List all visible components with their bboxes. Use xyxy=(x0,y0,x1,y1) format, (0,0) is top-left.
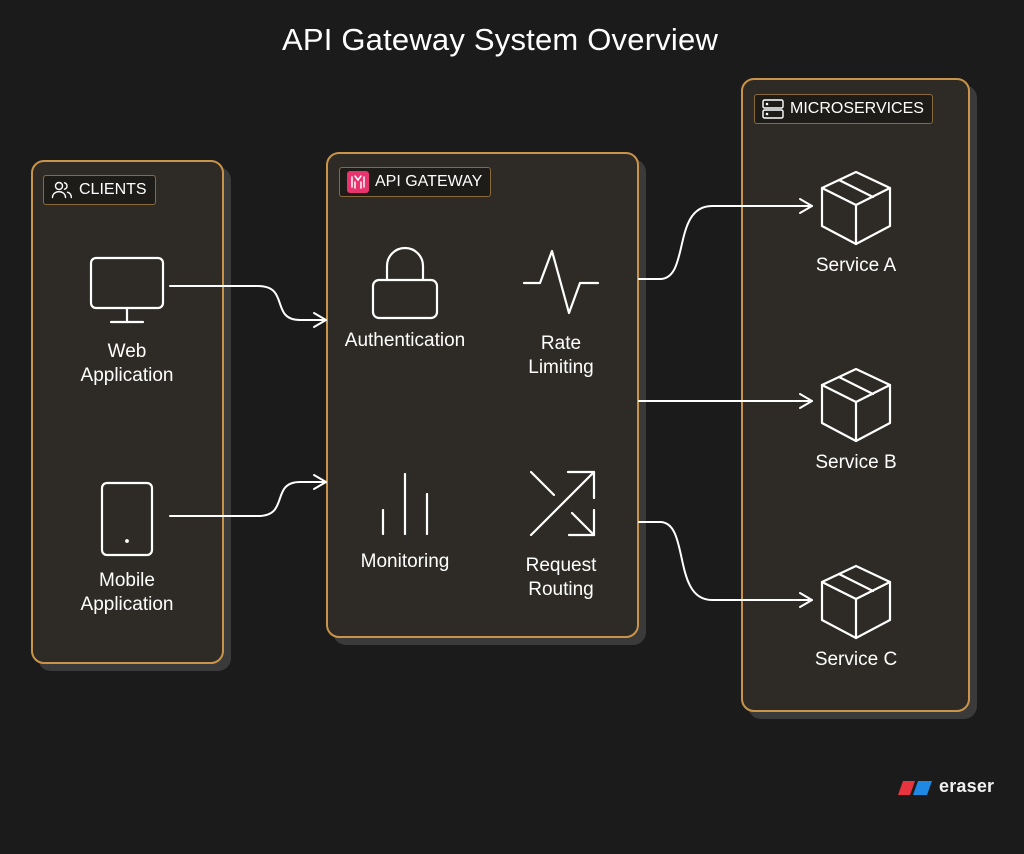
microservices-group-label: MICROSERVICES xyxy=(754,94,933,124)
tablet-icon xyxy=(100,481,154,557)
api-gateway-group[interactable] xyxy=(326,152,639,638)
eraser-logo-text: eraser xyxy=(939,776,995,796)
clients-group-label: CLIENTS xyxy=(43,175,156,205)
eraser-logo-mark xyxy=(898,780,932,795)
node-service-b[interactable]: Service B xyxy=(815,452,897,473)
pulse-icon xyxy=(522,249,600,315)
node-monitoring[interactable]: Monitoring xyxy=(360,551,450,572)
shuffle-icon xyxy=(529,470,596,537)
bar-chart-icon xyxy=(381,472,429,536)
node-mobile-application[interactable]: Mobile Application xyxy=(80,570,174,615)
eraser-logo: eraser xyxy=(897,776,994,797)
edge-gateway-to-service-c xyxy=(638,521,813,608)
box-icon xyxy=(820,564,892,640)
node-web-application[interactable]: Web Application xyxy=(80,341,174,386)
api-gateway-icon xyxy=(347,171,369,193)
monitor-icon xyxy=(89,256,165,324)
edge-mobile-to-gateway xyxy=(169,474,327,517)
api-gateway-group-label: API GATEWAY xyxy=(339,167,492,197)
edge-web-to-gateway xyxy=(169,285,327,328)
server-icon xyxy=(762,99,784,119)
node-service-a[interactable]: Service A xyxy=(815,255,897,276)
clients-label-text: CLIENTS xyxy=(79,181,147,198)
users-icon xyxy=(51,181,72,199)
edge-gateway-to-service-a xyxy=(638,198,813,280)
lock-icon xyxy=(371,246,439,320)
microservices-label-text: MICROSERVICES xyxy=(790,100,924,117)
clients-group[interactable] xyxy=(31,160,224,664)
edge-gateway-to-service-b xyxy=(638,393,813,409)
node-request-routing[interactable]: Request Routing xyxy=(525,555,597,600)
box-icon xyxy=(820,170,892,246)
node-rate-limiting[interactable]: Rate Limiting xyxy=(528,333,594,378)
node-authentication[interactable]: Authentication xyxy=(344,330,466,351)
api-gateway-label-text: API GATEWAY xyxy=(375,173,483,190)
box-icon xyxy=(820,367,892,443)
diagram-title: API Gateway System Overview xyxy=(281,22,719,57)
node-service-c[interactable]: Service C xyxy=(814,649,898,670)
